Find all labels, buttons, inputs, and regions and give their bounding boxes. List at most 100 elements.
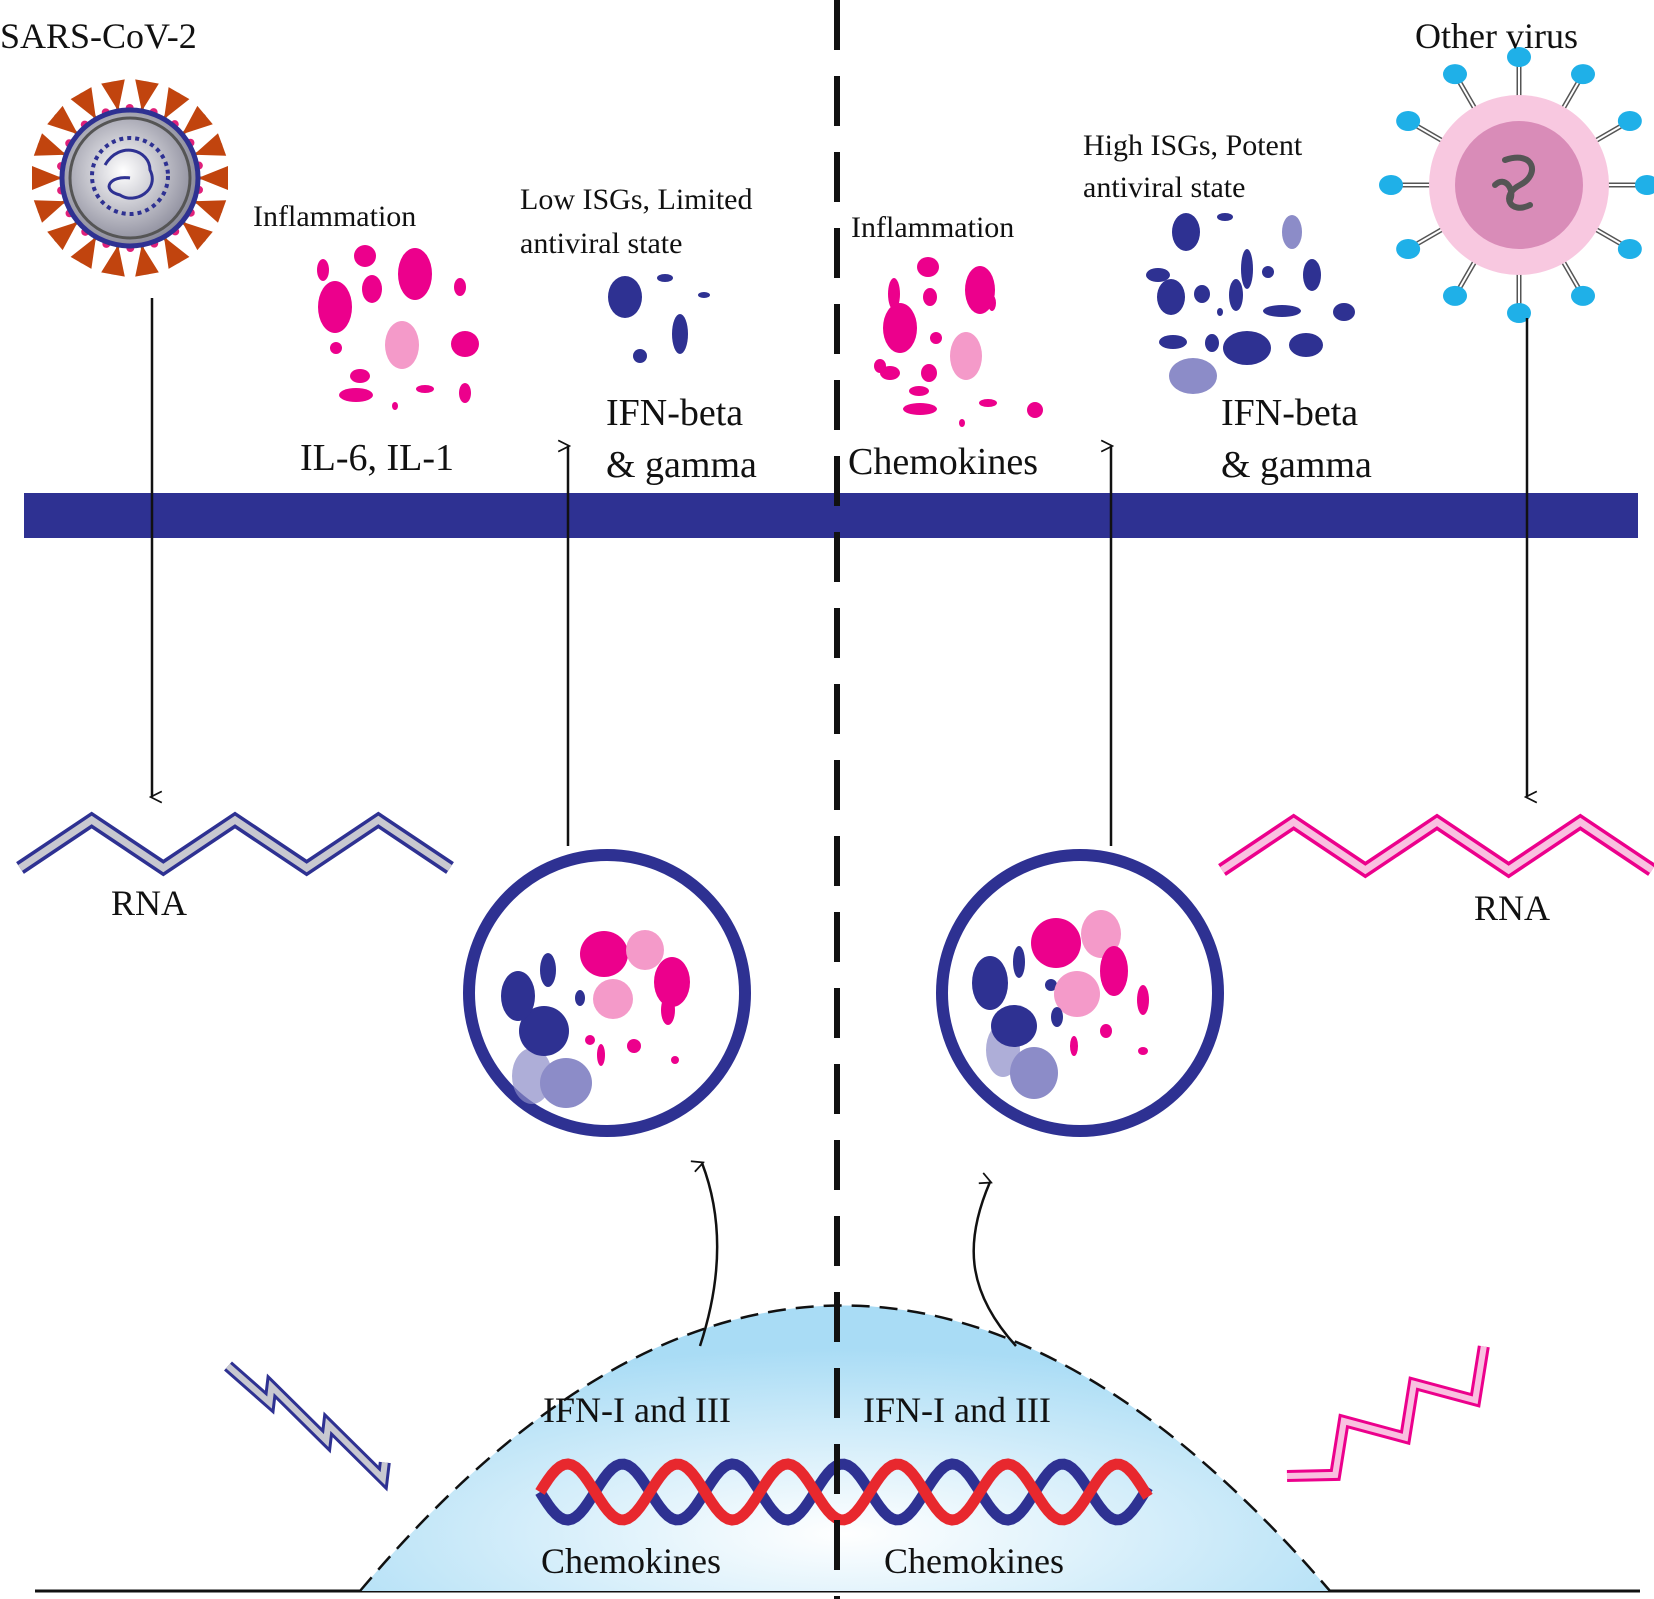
vesicle-particle: [661, 995, 675, 1025]
spike-protein: [70, 236, 96, 269]
isg-particle: [1217, 308, 1223, 316]
vesicle-particle: [1137, 985, 1149, 1015]
inflammation-cytokine: [959, 419, 965, 427]
vesicle-particle: [580, 931, 628, 977]
spike-protein: [164, 87, 190, 120]
inflammation-cytokine: [392, 402, 398, 410]
inflammation-cytokine: [888, 278, 900, 310]
inflammation-cytokine: [909, 386, 929, 396]
glycoprotein-head: [1571, 285, 1595, 306]
inflammation-cytokine: [923, 288, 937, 306]
left-isg-line2: antiviral state: [520, 227, 682, 260]
vesicle-particle: [627, 1039, 641, 1053]
right-cytokines-label: Chemokines: [848, 441, 1038, 483]
isg-particle: [1282, 215, 1302, 249]
spike-protein: [70, 87, 96, 120]
vesicle-particle: [1054, 971, 1100, 1017]
isg-particle: [657, 274, 673, 282]
inflammation-cytokine: [354, 245, 376, 267]
isg-particle: [1146, 268, 1170, 282]
nucleus-dome: [360, 1305, 1330, 1591]
inflammation-cytokine: [362, 275, 382, 303]
glycoprotein-head: [1507, 303, 1531, 323]
vesicle-particle: [593, 979, 633, 1019]
inflammation-cytokine: [350, 369, 370, 383]
isg-particle: [1241, 249, 1253, 289]
isg-particle: [1333, 303, 1355, 321]
left-isg-line1: Low ISGs, Limited: [520, 183, 753, 216]
left-virus-label: SARS-CoV-2: [0, 16, 197, 56]
spike-protein: [33, 133, 67, 156]
glycoprotein-head: [1507, 47, 1531, 67]
inflammation-cytokine: [903, 403, 937, 415]
other-virus-virion-icon: [1379, 47, 1654, 323]
isg-particle: [1217, 213, 1233, 221]
inflammation-cytokine: [339, 388, 373, 402]
vesicle-particle: [597, 1044, 605, 1066]
isg-particle: [1303, 259, 1321, 291]
spike-protein: [135, 79, 159, 112]
glycoprotein-head: [1617, 239, 1642, 259]
right-nucleus-ifn-label: IFN-I and III: [863, 1390, 1051, 1430]
left-ifn-line2: & gamma: [606, 444, 757, 486]
isg-particle: [1223, 331, 1271, 365]
vesicle-particle: [501, 971, 535, 1021]
inflammation-cytokine: [880, 366, 900, 380]
spike-protein: [47, 221, 78, 251]
isg-particle: [698, 292, 710, 298]
inflammation-cytokine: [883, 303, 917, 353]
spike-protein: [198, 166, 228, 190]
isg-particle: [672, 314, 688, 354]
isg-particle: [1262, 266, 1274, 278]
vesicle-particle: [654, 957, 690, 1007]
isg-particle: [1205, 334, 1219, 352]
inflammation-cytokine: [318, 281, 352, 333]
spike-protein: [101, 79, 125, 112]
vesicle-particle: [626, 930, 664, 970]
isg-particle: [1159, 335, 1187, 349]
spike-protein: [32, 166, 62, 190]
inflammation-cytokine: [459, 383, 471, 403]
left-nucleus-ifn-label: IFN-I and III: [543, 1390, 731, 1430]
spike-protein: [182, 105, 213, 135]
vesicle-particle: [1051, 1007, 1063, 1027]
isg-particle: [1169, 358, 1217, 394]
glycoprotein-head: [1443, 285, 1467, 306]
vesicle-particle: [585, 1035, 595, 1045]
right-isg-line2: antiviral state: [1083, 171, 1245, 204]
right-vesicle: [936, 849, 1224, 1137]
right-nucleus-chemokines-label: Chemokines: [884, 1541, 1064, 1581]
inflammation-cytokine: [1027, 402, 1043, 418]
left-rna-label: RNA: [111, 883, 187, 923]
vesicle-particle: [1070, 1036, 1078, 1056]
left-inflammation-label: Inflammation: [253, 200, 416, 233]
vesicle-particle: [1081, 910, 1121, 958]
left-vesicle: [463, 849, 751, 1137]
vesicle-particle: [1138, 1047, 1148, 1055]
inflammation-cytokine: [950, 332, 982, 380]
right-ifn-line1: IFN-beta: [1221, 392, 1358, 434]
spike-protein: [47, 105, 78, 135]
isg-particle: [1194, 285, 1210, 303]
inflammation-cytokine: [398, 248, 432, 300]
spike-protein: [182, 221, 213, 251]
isg-particle: [1157, 279, 1185, 315]
rna-strand-icon: [16, 811, 1654, 1492]
isg-particle: [1172, 213, 1200, 251]
inflammation-cytokine: [921, 364, 937, 382]
vesicle-particle: [519, 1006, 569, 1056]
inflammation-cytokine: [451, 331, 479, 357]
vesicle-particle: [972, 956, 1008, 1010]
isg-particle: [1229, 279, 1243, 311]
spike-protein: [193, 133, 227, 156]
spike-protein: [164, 236, 190, 269]
inflammation-cytokine: [385, 321, 419, 369]
right-nucleus-arrow: [972, 1182, 1017, 1347]
isg-particle: [1263, 305, 1301, 317]
left-cytokines-label: IL-6, IL-1: [300, 437, 454, 479]
glycoprotein-head: [1635, 175, 1654, 195]
isg-particle: [633, 349, 647, 363]
glycoprotein-head: [1379, 175, 1403, 195]
